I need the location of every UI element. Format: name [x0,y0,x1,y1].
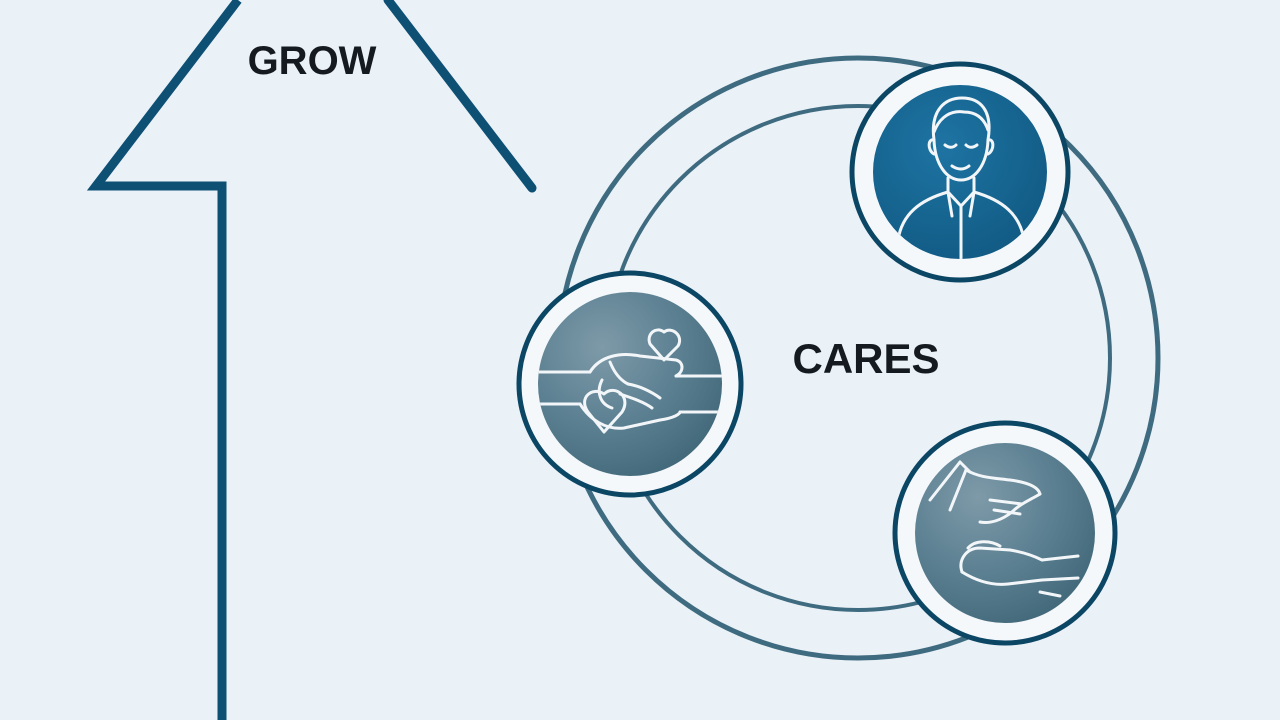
grow-arrow [86,0,537,720]
handshake-heart-icon [538,328,722,434]
arrow-head-right [383,0,537,193]
person-icon [896,96,1026,259]
cares-label: CARES [792,335,939,382]
helping-hands-icon [928,460,1080,598]
right-icon-node [892,420,1118,646]
grow-label: GROW [248,39,377,83]
left-icon-node [516,270,744,498]
arrow-outline [86,0,242,720]
top-icon-node [849,61,1071,283]
